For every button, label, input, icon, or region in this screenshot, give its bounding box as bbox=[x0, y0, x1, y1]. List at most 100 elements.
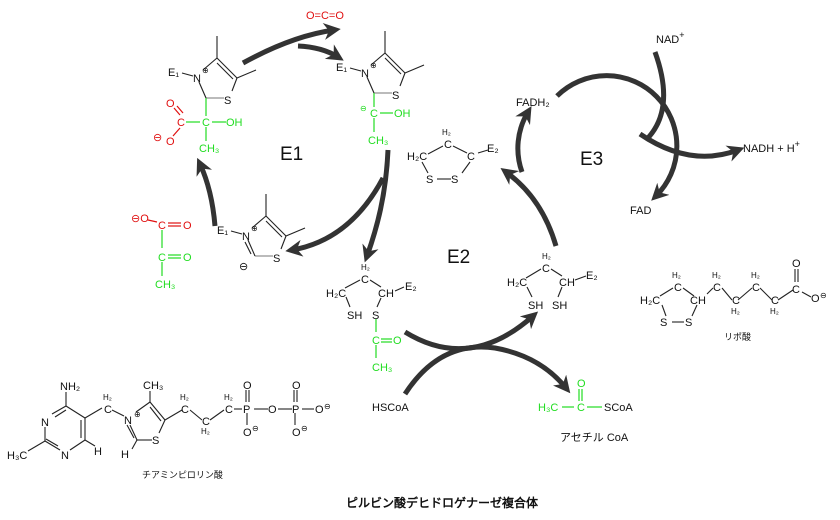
charge-plus: ⊕ bbox=[251, 224, 258, 233]
atom: C bbox=[158, 220, 166, 232]
atom: C bbox=[181, 404, 189, 416]
reduced-lipoamide: H₂ C H₂C CH E₂ SH SH bbox=[507, 252, 598, 312]
atom: O bbox=[811, 293, 820, 305]
to-reduced-lipoamide-arrow bbox=[403, 311, 539, 352]
atom: OH bbox=[394, 108, 411, 120]
thiamine-pyrophosphate: NH₂ N H₃C N H H₂ C N ⊕ CH₃ S H H₂ C C H₂… bbox=[7, 380, 331, 480]
atom: S bbox=[273, 253, 280, 265]
enzyme-e3-label: E3 bbox=[580, 149, 603, 170]
atom: N bbox=[193, 73, 201, 85]
charge-minus: ⊖ bbox=[324, 402, 331, 411]
atom: H₃C bbox=[7, 450, 27, 462]
pyruvate: ⊖O C O C O CH₃ bbox=[131, 213, 192, 291]
reaction-arrows bbox=[196, 23, 745, 396]
atom: SCoA bbox=[604, 402, 633, 414]
atom: H₂C bbox=[507, 277, 527, 289]
atom: CH bbox=[690, 295, 706, 307]
atom: C bbox=[361, 274, 369, 286]
atom: SH bbox=[347, 310, 362, 322]
atom: C bbox=[752, 282, 760, 294]
atom: CH₃ bbox=[155, 279, 175, 291]
atom: N bbox=[361, 68, 369, 80]
atom: O bbox=[315, 404, 324, 416]
to-ylide-arrow bbox=[285, 176, 386, 257]
atom: E₁ bbox=[336, 62, 347, 74]
atom: CH₃ bbox=[143, 380, 163, 392]
atom: ⊖O bbox=[131, 213, 149, 225]
atom: O bbox=[243, 380, 252, 392]
atom: C bbox=[467, 151, 475, 163]
atom: H₂ bbox=[770, 307, 779, 316]
decarboxylation-arrow bbox=[241, 23, 341, 66]
atom: H₂ bbox=[180, 393, 189, 402]
atom: CH bbox=[378, 288, 394, 300]
atom: C bbox=[732, 295, 740, 307]
atom: CH₃ bbox=[372, 362, 392, 374]
atom: H₂C bbox=[407, 151, 427, 163]
lipoic-acid: H₂ C H₂C CH S S H₂ C C H₂ H₂ C C H₂ O C … bbox=[640, 258, 827, 342]
atom: H₂ bbox=[731, 307, 740, 316]
atom: N bbox=[124, 415, 132, 427]
atom: S bbox=[660, 317, 667, 329]
atom: H₂ bbox=[442, 128, 451, 137]
atom: S bbox=[426, 174, 433, 186]
atom: H₂C bbox=[640, 295, 660, 307]
atom: E₂ bbox=[405, 281, 417, 293]
atom: SH bbox=[528, 300, 543, 312]
acetyl-coa-label: アセチル CoA bbox=[560, 431, 629, 444]
atom: H₂ bbox=[542, 252, 551, 261]
atom: H bbox=[94, 446, 102, 458]
atom: S bbox=[685, 317, 692, 329]
atom: C bbox=[202, 117, 210, 129]
atom: C bbox=[202, 416, 210, 428]
atom: H₂ bbox=[224, 393, 233, 402]
charge-plus: ⊕ bbox=[370, 61, 377, 70]
atom: C bbox=[104, 404, 112, 416]
atom: CH₃ bbox=[199, 143, 219, 155]
atom: H₂ bbox=[103, 393, 112, 402]
oxidized-lipoamide: H₂ C H₂C C E₂ S S bbox=[407, 128, 499, 186]
pyruvate-binding-arrow bbox=[196, 157, 218, 227]
charge-minus: ⊖ bbox=[153, 132, 162, 144]
atom: O bbox=[292, 380, 301, 392]
acetyl-coa: O H₃C C SCoA アセチル CoA bbox=[538, 378, 633, 444]
atom: O bbox=[292, 427, 301, 439]
atom: C bbox=[542, 263, 550, 275]
to-acetyl-coa-arrow bbox=[402, 344, 571, 396]
atom: H bbox=[121, 449, 129, 461]
atom: S bbox=[372, 310, 379, 322]
enzyme-e1-label: E1 bbox=[280, 144, 303, 165]
charge-minus: ⊖ bbox=[239, 261, 248, 273]
carboxy-hydroxyethyl-tpp: E₁ N ⊕ S C OH CH₃ C O O ⊖ bbox=[153, 36, 257, 155]
atom: P bbox=[243, 404, 250, 416]
atom: H₂ bbox=[361, 263, 370, 272]
atom: H₂ bbox=[751, 271, 760, 280]
atom: OH bbox=[226, 117, 243, 129]
nad-in-arrow bbox=[644, 51, 667, 142]
atom: NH₂ bbox=[60, 381, 80, 393]
diagram-title: ピルビン酸デヒドロゲナーゼ複合体 bbox=[346, 495, 539, 510]
atom: O bbox=[166, 98, 175, 110]
co2-label: O=C=O bbox=[306, 10, 344, 22]
atom: N bbox=[41, 417, 49, 429]
atom: H₂ bbox=[712, 271, 721, 280]
atom: O bbox=[243, 427, 252, 439]
atom: O bbox=[166, 136, 175, 148]
atom: H₃C bbox=[538, 402, 558, 414]
atom: C bbox=[444, 139, 452, 151]
atom: H₂ bbox=[201, 427, 210, 436]
atom: S bbox=[224, 95, 231, 107]
fad-label: FAD bbox=[630, 205, 651, 217]
atom: C bbox=[792, 284, 800, 296]
atom: E₁ bbox=[217, 225, 228, 237]
atom: C bbox=[177, 117, 185, 129]
charge-minus: ⊖ bbox=[360, 104, 367, 113]
atom: C bbox=[158, 252, 166, 264]
atom: N bbox=[242, 231, 250, 243]
atom: H₂C bbox=[326, 288, 346, 300]
atom: S bbox=[152, 435, 159, 447]
atom: S bbox=[451, 174, 458, 186]
atom: S bbox=[392, 90, 399, 102]
charge-minus: ⊖ bbox=[820, 291, 827, 300]
atom: P bbox=[292, 404, 299, 416]
